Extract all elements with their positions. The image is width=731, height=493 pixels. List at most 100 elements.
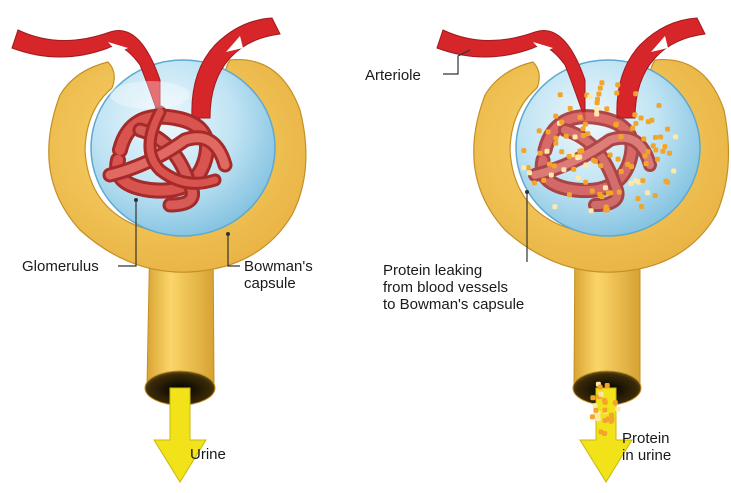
protein-particle: [538, 151, 543, 156]
protein-particle: [640, 178, 645, 183]
protein-particle: [644, 161, 649, 166]
protein-particle: [583, 180, 588, 185]
protein-particle: [599, 80, 604, 85]
protein-particle: [667, 151, 672, 156]
protein-particle: [595, 97, 600, 102]
protein-particle: [615, 82, 620, 87]
protein-particle: [541, 178, 546, 183]
protein-particle: [559, 149, 564, 154]
healthy-nephron: [12, 18, 306, 482]
protein-particle: [577, 149, 582, 154]
protein-particle: [571, 167, 576, 172]
protein-particle: [673, 134, 678, 139]
protein-particle: [598, 86, 603, 91]
protein-particle: [545, 149, 550, 154]
protein-particle: [553, 114, 558, 119]
protein-particle: [567, 192, 572, 197]
protein-particle: [558, 92, 563, 97]
protein-leaking-label-line: to Bowman's capsule: [383, 296, 524, 313]
protein-particle: [591, 158, 596, 163]
protein-particle: [552, 163, 557, 168]
protein-particle: [561, 167, 566, 172]
protein-particle: [655, 157, 660, 162]
protein-particle: [645, 149, 650, 154]
protein-particle: [585, 131, 590, 136]
protein-particle: [671, 169, 676, 174]
protein-particle: [633, 91, 638, 96]
protein-particle: [597, 192, 602, 197]
protein-particle: [657, 103, 662, 108]
protein-particle: [616, 157, 621, 162]
protein-particle: [594, 107, 599, 112]
protein-particle: [665, 180, 670, 185]
protein-particle: [639, 204, 644, 209]
urine-label: Urine: [190, 446, 226, 463]
protein-particle: [594, 112, 599, 117]
protein-particle: [617, 190, 622, 195]
protein-particle: [662, 144, 667, 149]
protein-particle: [590, 414, 595, 419]
damaged-nephron: [437, 18, 729, 482]
protein-particle: [576, 175, 581, 180]
protein-particle: [606, 191, 611, 196]
protein-particle: [596, 92, 601, 97]
protein-particle: [578, 115, 583, 120]
protein-particle: [653, 135, 658, 140]
bowmans-capsule-label-line: capsule: [244, 275, 313, 292]
protein-particle: [583, 163, 588, 168]
protein-particle: [537, 128, 542, 133]
protein-particle: [554, 136, 559, 141]
protein-particle: [599, 392, 604, 397]
protein-particle: [583, 122, 588, 127]
protein-in-urine-label: Protein in urine: [622, 430, 671, 464]
protein-particle: [568, 106, 573, 111]
protein-particle: [632, 112, 637, 117]
arteriole-label: Arteriole: [365, 67, 421, 84]
protein-particle: [564, 134, 569, 139]
protein-particle: [590, 395, 595, 400]
protein-particle: [629, 181, 634, 186]
protein-particle: [521, 148, 526, 153]
protein-particle: [661, 149, 666, 154]
protein-particle: [527, 170, 532, 175]
protein-particle: [619, 169, 624, 174]
protein-particle: [598, 163, 603, 168]
protein-particle: [604, 106, 609, 111]
protein-particle: [633, 178, 638, 183]
protein-particle: [608, 153, 613, 158]
protein-particle: [559, 120, 564, 125]
protein-particle: [665, 127, 670, 132]
protein-particle: [553, 141, 558, 146]
protein-particle: [589, 208, 594, 213]
protein-particle: [549, 173, 554, 178]
protein-particle: [603, 408, 608, 413]
protein-particle: [653, 148, 658, 153]
protein-particle: [613, 400, 618, 405]
protein-particle: [522, 165, 527, 170]
protein-particle: [552, 204, 557, 209]
protein-particle: [603, 400, 608, 405]
protein-leaking-label: Protein leaking from blood vessels to Bo…: [383, 262, 524, 313]
protein-particle: [598, 385, 603, 390]
glomerulus-label: Glomerulus: [22, 258, 99, 275]
bowmans-capsule-label: Bowman's capsule: [244, 258, 313, 292]
protein-particle: [614, 122, 619, 127]
protein-particle: [636, 196, 641, 201]
protein-particle: [588, 95, 593, 100]
protein-particle: [602, 431, 607, 436]
protein-particle: [605, 207, 610, 212]
protein-particle: [629, 164, 634, 169]
protein-particle: [532, 180, 537, 185]
protein-leaking-label-line: from blood vessels: [383, 279, 524, 296]
protein-particle: [649, 118, 654, 123]
protein-particle: [590, 189, 595, 194]
protein-particle: [581, 126, 586, 131]
protein-particle: [593, 403, 598, 408]
protein-leaking-label-line: Protein leaking: [383, 262, 524, 279]
protein-particle: [593, 408, 598, 413]
bowmans-capsule-label-line: Bowman's: [244, 258, 313, 275]
protein-particle: [658, 135, 663, 140]
protein-particle: [633, 121, 638, 126]
protein-particle: [567, 154, 572, 159]
